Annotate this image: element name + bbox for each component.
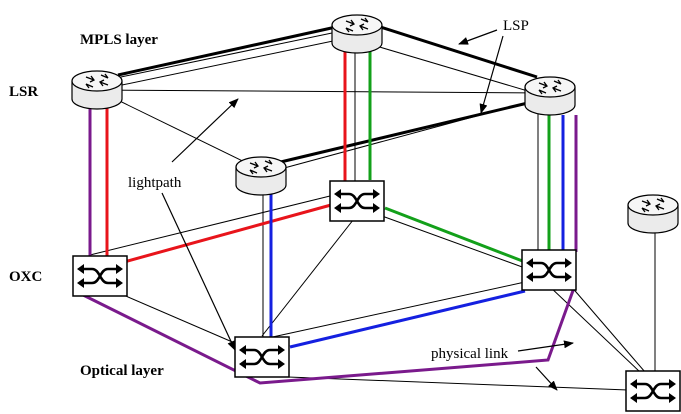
- router-icon: [71, 70, 123, 110]
- arrow: [161, 192, 236, 351]
- mpls-layer-label: MPLS layer: [80, 32, 158, 48]
- arrow: [458, 29, 498, 45]
- arrow: [479, 35, 504, 114]
- physical-link: [547, 284, 641, 373]
- lsp-links: [117, 23, 538, 167]
- lightpath-label: lightpath: [128, 175, 182, 191]
- arrow: [171, 98, 239, 163]
- lsp-label: LSP: [503, 18, 529, 34]
- lightpath-red: [123, 203, 332, 264]
- oxc-switch-icon: [328, 179, 386, 223]
- physical-link: [355, 39, 549, 98]
- optical-layer-label: Optical layer: [80, 363, 164, 379]
- lightpath-purple: [72, 284, 577, 385]
- physical-link-label: physical link: [431, 346, 509, 362]
- lsp-link: [267, 100, 533, 167]
- router-icon: [235, 156, 287, 196]
- oxc-switch-icon: [71, 254, 129, 298]
- oxc-switch-icon: [624, 369, 681, 413]
- arrow: [535, 366, 558, 391]
- router-icon: [627, 194, 679, 234]
- oxc-nodes: [71, 179, 681, 413]
- router-icon: [331, 14, 383, 54]
- lsp-link: [117, 25, 337, 77]
- oxc-label: OXC: [9, 269, 42, 285]
- physical-link: [97, 35, 358, 91]
- lightpath-green: [384, 206, 526, 264]
- physical-link: [96, 89, 549, 94]
- arrow: [517, 340, 574, 352]
- physical-link: [381, 215, 526, 269]
- lsp-link: [373, 23, 538, 79]
- physical-link: [569, 284, 646, 373]
- router-icon: [524, 76, 576, 116]
- oxc-switch-icon: [520, 248, 578, 292]
- physical-link: [261, 214, 358, 337]
- lightpaths: [72, 45, 578, 385]
- physical-link: [89, 195, 331, 256]
- lsr-label: LSR: [9, 84, 38, 100]
- annotation-arrows: [161, 29, 574, 391]
- physical-link: [96, 27, 357, 83]
- oxc-switch-icon: [233, 335, 291, 379]
- physical-link: [96, 89, 256, 168]
- lightpath-blue: [289, 289, 526, 349]
- physical-link: [267, 281, 526, 339]
